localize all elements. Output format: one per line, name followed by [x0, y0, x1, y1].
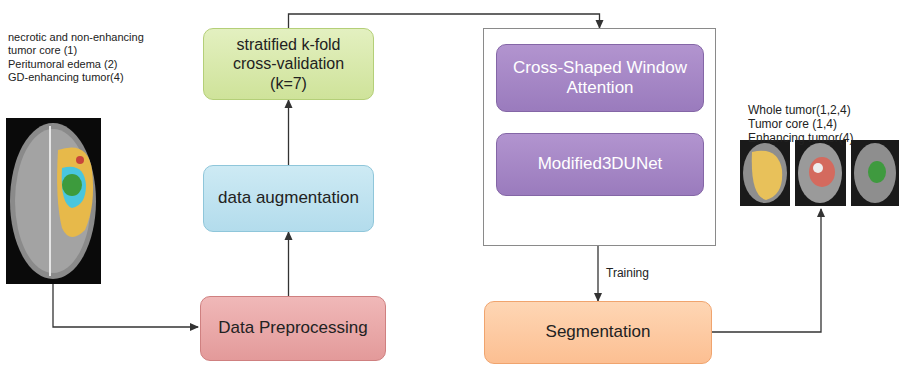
process-box: stratified k-fold cross-validation (k=7): [203, 28, 374, 100]
flow-arrow: [288, 100, 289, 165]
flow-arrow: [289, 14, 600, 28]
class-label: GD-enhancing tumor(4): [8, 71, 178, 84]
box-text: Modified3DUNet: [538, 154, 663, 174]
process-box: Segmentation: [484, 301, 712, 364]
flow-arrow: [597, 246, 598, 301]
segmentation-results: [740, 140, 899, 206]
output-label: Enhancing tumor(4): [748, 131, 898, 145]
model-group: Cross-Shaped Window AttentionModified3DU…: [483, 28, 716, 246]
box-text: data augmentation: [218, 188, 359, 208]
model-box: Modified3DUNet: [496, 133, 704, 196]
output-label: Whole tumor(1,2,4): [748, 103, 898, 117]
brain-mri: [6, 118, 101, 284]
class-label: necrotic and non-enhancing tumor core (1…: [8, 31, 158, 57]
box-text: Segmentation: [546, 322, 651, 342]
box-text: Cross-Shaped Window Attention: [507, 58, 693, 99]
output-arrow: [712, 209, 821, 332]
edge-label: Training: [604, 266, 651, 280]
class-label: Peritumoral edema (2): [8, 58, 178, 71]
process-box: data augmentation: [203, 165, 374, 232]
box-text: Data Preprocessing: [218, 318, 367, 338]
box-text: stratified k-fold cross-validation (k=7): [214, 35, 363, 93]
model-box: Cross-Shaped Window Attention: [496, 44, 704, 112]
output-label: Tumor core (1,4): [748, 117, 898, 131]
flow-arrow: [288, 232, 289, 296]
input-arrow: [53, 284, 198, 327]
process-box: Data Preprocessing: [200, 296, 386, 361]
